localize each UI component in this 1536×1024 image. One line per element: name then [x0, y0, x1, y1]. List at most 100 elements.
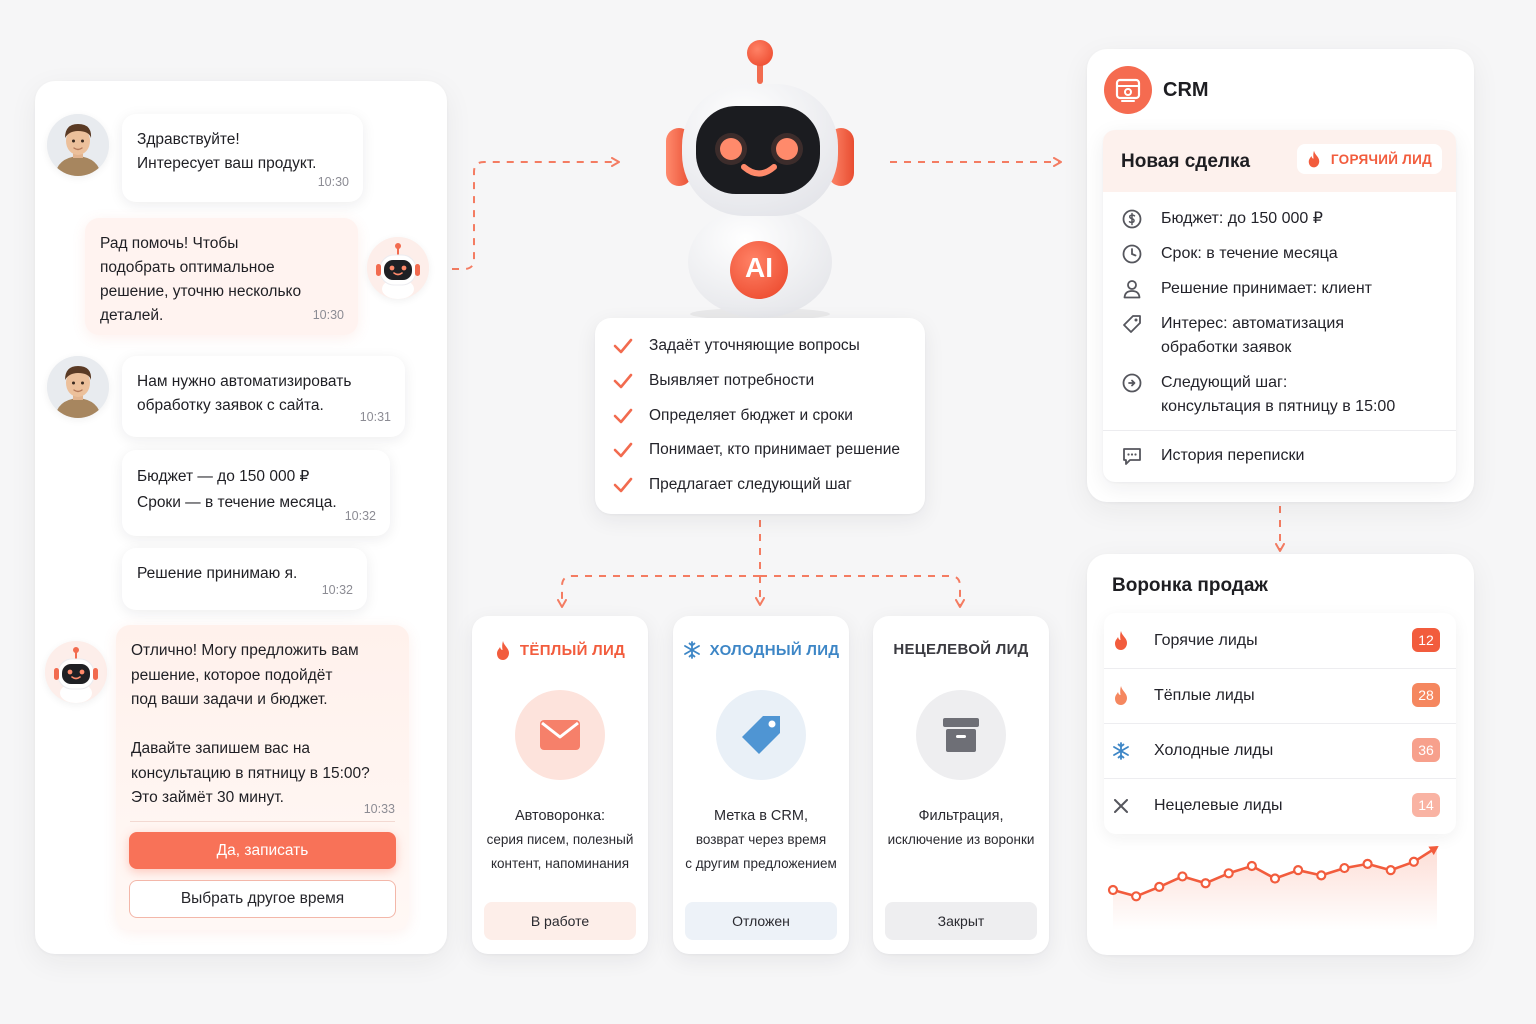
funnel-row-cold: Холодные лиды 36	[1104, 723, 1456, 778]
trend-point	[1248, 862, 1256, 870]
deal-header: Новая сделка ГОРЯЧИЙ ЛИД	[1103, 130, 1456, 192]
trend-point	[1178, 872, 1186, 880]
trend-point	[1410, 858, 1418, 866]
trend-point	[1202, 879, 1210, 887]
divider	[130, 821, 395, 822]
confirm-consultation-button[interactable]: Да, записать	[129, 832, 396, 869]
fire-icon	[1113, 686, 1129, 705]
tag-icon	[1121, 313, 1143, 335]
message-time: 10:30	[318, 170, 349, 194]
lead-status-badge: Закрыт	[885, 902, 1037, 940]
divider	[1103, 430, 1456, 431]
trend-point	[1387, 866, 1395, 874]
chat-history-link[interactable]: История переписки	[1121, 444, 1304, 468]
funnel-count-badge: 36	[1412, 738, 1440, 762]
fire-icon	[495, 641, 511, 660]
message-text: Бюджет — до 150 000 ₽ Сроки — в течение …	[137, 464, 374, 516]
chat-panel: Здравствуйте! Интересует ваш продукт. 10…	[35, 81, 447, 954]
crm-title: CRM	[1163, 79, 1209, 102]
capability-label: Предлагает следующий шаг	[649, 476, 852, 494]
lead-icon-circle	[716, 690, 806, 780]
ai-robot: AI	[660, 36, 860, 321]
trend-point	[1271, 875, 1279, 883]
lead-card-nontarget: НЕЦЕЛЕВОЙ ЛИД Фильтрация, исключение из …	[873, 616, 1049, 954]
bot-avatar	[45, 641, 107, 703]
crm-field-next-step: Следующий шаг: консультация в пятницу в …	[1121, 371, 1395, 419]
message-time: 10:30	[313, 303, 344, 327]
crm-field-decision-maker: Решение принимает: клиент	[1121, 277, 1372, 301]
trend-point	[1317, 871, 1325, 879]
funnel-row-label: Холодные лиды	[1154, 742, 1273, 760]
funnel-count-badge: 14	[1412, 793, 1440, 817]
crm-logo	[1104, 66, 1152, 114]
fire-icon	[1307, 150, 1321, 168]
next-step-icon	[1121, 372, 1143, 394]
capabilities-card: Задаёт уточняющие вопросы Выявляет потре…	[595, 318, 925, 514]
archive-icon	[942, 716, 980, 754]
lead-card-warm: ТЁПЛЫЙ ЛИД Автоворонка: серия писем, пол…	[472, 616, 648, 954]
user-avatar	[47, 114, 109, 176]
check-icon	[613, 406, 633, 426]
crm-panel: CRM Новая сделка ГОРЯЧИЙ ЛИД Бюджет: до …	[1087, 49, 1474, 502]
capability-label: Понимает, кто принимает решение	[649, 441, 900, 459]
capability-label: Определяет бюджет и сроки	[649, 407, 853, 425]
funnel-list: Горячие лиды 12 Тёплые лиды 28 Холодные …	[1104, 613, 1456, 834]
snowflake-icon	[683, 641, 701, 659]
chat-message-user: Здравствуйте! Интересует ваш продукт. 10…	[122, 114, 363, 202]
sales-funnel-panel: Воронка продаж Горячие лиды 12 Тёплые ли…	[1087, 554, 1474, 955]
arrow-chat-to-robot	[438, 162, 618, 269]
capability-label: Задаёт уточняющие вопросы	[649, 337, 860, 355]
fire-icon	[1113, 631, 1129, 650]
lead-description: Метка в CRM, возврат через время с други…	[673, 804, 849, 876]
message-time: 10:32	[345, 504, 376, 528]
trend-point	[1109, 886, 1117, 894]
trend-point	[1132, 892, 1140, 900]
trend-point	[1364, 860, 1372, 868]
message-text: Нам нужно автоматизировать обработку зая…	[137, 370, 389, 418]
hot-lead-badge: ГОРЯЧИЙ ЛИД	[1297, 144, 1442, 174]
new-deal-card: Новая сделка ГОРЯЧИЙ ЛИД Бюджет: до 150 …	[1103, 130, 1456, 482]
chat-message-user: Нам нужно автоматизировать обработку зая…	[122, 356, 405, 437]
capability-item: Понимает, кто принимает решение	[613, 440, 900, 460]
funnel-row-warm: Тёплые лиды 28	[1104, 668, 1456, 723]
check-icon	[613, 475, 633, 495]
check-icon	[613, 371, 633, 391]
capability-item: Предлагает следующий шаг	[613, 475, 852, 495]
arrow-branch-left	[562, 576, 760, 606]
capability-item: Выявляет потребности	[613, 371, 814, 391]
bot-avatar	[367, 237, 429, 299]
clock-icon	[1121, 243, 1143, 265]
snowflake-icon	[1112, 742, 1130, 760]
check-icon	[613, 336, 633, 356]
funnel-row-label: Тёплые лиды	[1154, 687, 1255, 705]
chat-bubble-icon	[1121, 445, 1143, 467]
lead-icon-circle	[515, 690, 605, 780]
person-icon	[1121, 278, 1143, 300]
trend-point	[1155, 883, 1163, 891]
check-icon	[613, 440, 633, 460]
choose-other-time-button[interactable]: Выбрать другое время	[129, 880, 396, 918]
lead-icon-circle	[916, 690, 1006, 780]
capability-item: Задаёт уточняющие вопросы	[613, 336, 860, 356]
crm-field-budget: Бюджет: до 150 000 ₽	[1121, 207, 1323, 231]
funnel-row-hot: Горячие лиды 12	[1104, 613, 1456, 668]
funnel-row-label: Горячие лиды	[1154, 632, 1258, 650]
message-text: Отлично! Могу предложить вам решение, ко…	[131, 639, 393, 811]
chat-message-user: Решение принимаю я. 10:32	[122, 548, 367, 610]
chat-message-user: Бюджет — до 150 000 ₽ Сроки — в течение …	[122, 450, 390, 536]
mail-icon	[539, 719, 581, 751]
lead-status-badge: Отложен	[685, 902, 837, 940]
lead-description: Фильтрация, исключение из воронки	[873, 804, 1049, 852]
message-time: 10:33	[364, 797, 395, 821]
lead-title: ТЁПЛЫЙ ЛИД	[472, 641, 648, 660]
lead-card-cold: ХОЛОДНЫЙ ЛИД Метка в CRM, возврат через …	[673, 616, 849, 954]
message-text: Рад помочь! Чтобы подобрать оптимальное …	[100, 232, 342, 328]
funnel-row-label: Нецелевые лиды	[1154, 797, 1283, 815]
crm-field-interest: Интерес: автоматизация обработки заявок	[1121, 312, 1344, 360]
message-time: 10:31	[360, 405, 391, 429]
funnel-row-nontarget: Нецелевые лиды 14	[1104, 778, 1456, 833]
deal-title: Новая сделка	[1121, 151, 1250, 173]
lead-status-badge: В работе	[484, 902, 636, 940]
cross-icon	[1114, 799, 1128, 813]
message-time: 10:32	[322, 578, 353, 602]
